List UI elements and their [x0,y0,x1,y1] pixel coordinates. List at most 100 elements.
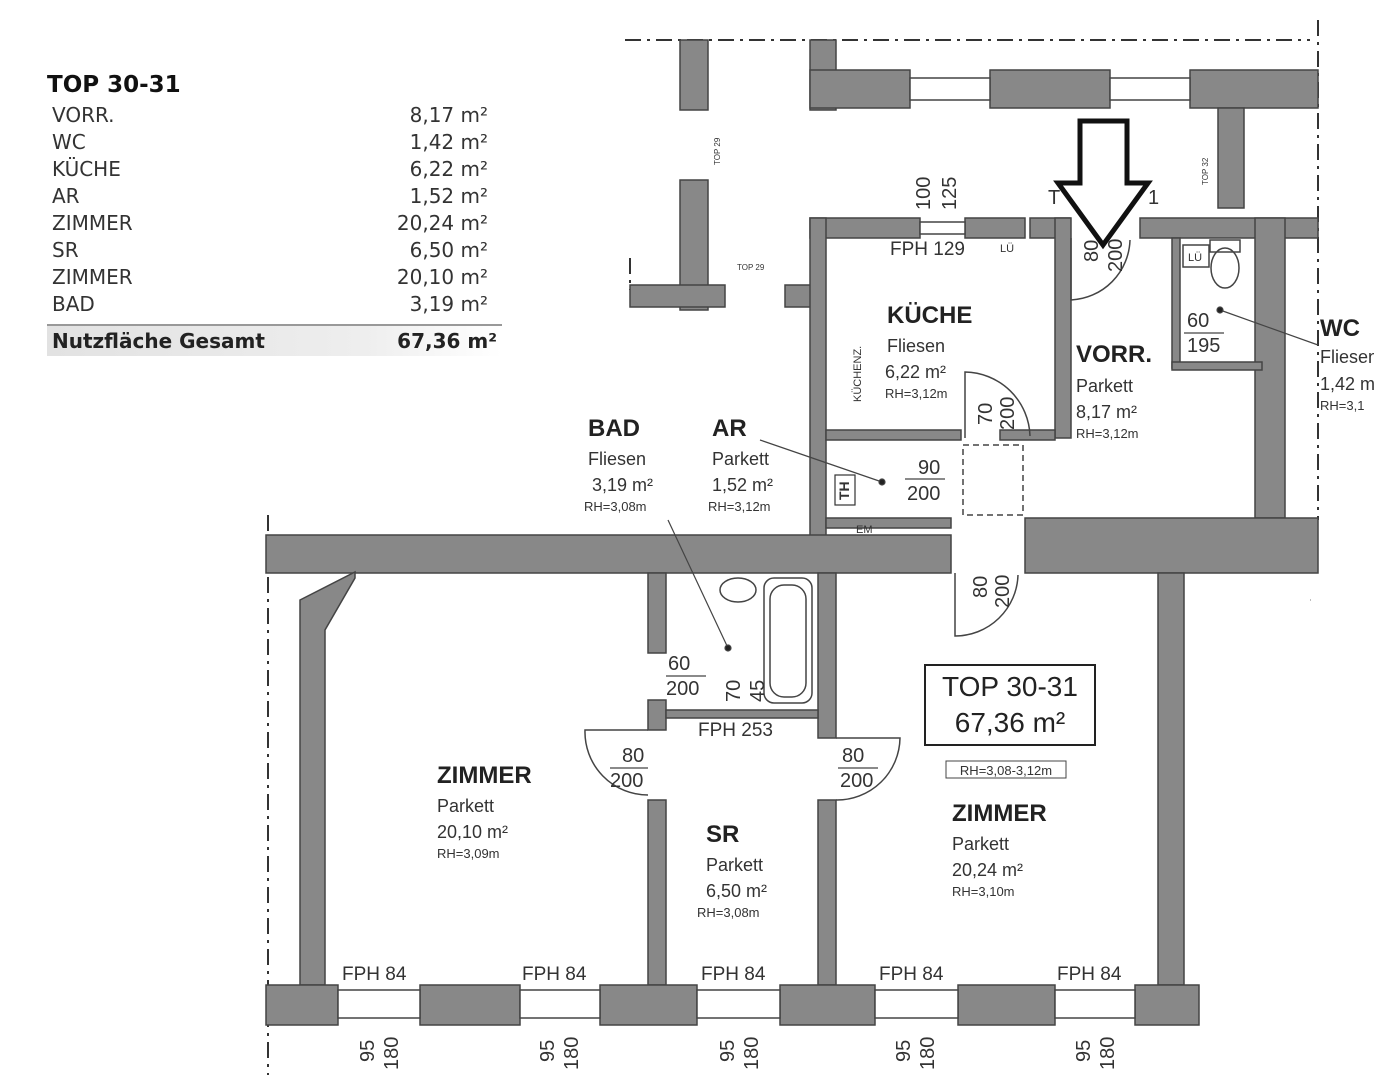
dim-125: 125 [939,177,961,210]
room-kueche-rh: RH=3,12m [885,386,948,401]
dim-95-3: 95 [717,1040,739,1062]
dim-80-left: 80 [622,745,644,767]
walls [265,39,1319,1026]
room-sr-area: 6,50 m² [706,881,767,901]
dim-180-5: 180 [1097,1037,1119,1070]
legend-row: ZIMMER 20,24 m² [47,210,502,237]
room-kueche-area: 6,22 m² [885,362,946,382]
leader-lines [667,306,1319,652]
room-wc-area: 1,42 m [1320,374,1374,394]
legend-room: VORR. [52,103,115,127]
room-wc-rh: RH=3,1 [1320,398,1364,413]
dim-200-ar: 200 [907,483,940,505]
dim-200-corridor: 200 [992,575,1014,608]
door-swings [584,238,1131,801]
legend-room: ZIMMER [52,265,133,289]
room-ar-floor: Parkett [712,449,769,469]
legend-area: 8,17 m² [409,103,488,127]
label-fph-84-2: FPH 84 [522,964,587,985]
vertical-dimensions: 100 125 80 200 70 200 80 200 70 45 95 18… [357,177,1127,1070]
dim-200-vorr: 200 [1105,239,1127,272]
label-lu-kueche: LÜ [1000,243,1014,255]
dim-95-1: 95 [357,1040,379,1062]
legend-room: ZIMMER [52,211,133,235]
dim-80-vorr: 80 [1081,240,1103,262]
arrow-down-icon [1053,118,1153,250]
room-bad-rh: RH=3,08m [584,499,647,514]
legend-room: WC [52,130,86,154]
unit-box-rh: RH=3,08-3,12m [960,763,1052,778]
room-vorr-rh: RH=3,12m [1076,426,1139,441]
legend-area: 20,24 m² [396,211,488,235]
dim-180-1: 180 [381,1037,403,1070]
legend-area: 3,19 m² [409,292,488,316]
dim-200-kueche: 200 [997,397,1019,430]
fixtures [719,239,1241,704]
legend-area: 6,22 m² [409,157,488,181]
legend-area: 1,52 m² [409,184,488,208]
dim-45-bad: 45 [747,680,769,702]
legend-room: AR [52,184,80,208]
legend-room: BAD [52,292,95,316]
label-fph-84-1: FPH 84 [342,964,407,985]
dim-80-corridor: 80 [970,576,992,598]
unit-box-rh-frame [945,760,1067,779]
legend-area: 1,42 m² [409,130,488,154]
label-top32: TOP 32 [1201,157,1210,185]
dim-195: 195 [1187,335,1220,357]
legend-title: TOP 30-31 [47,72,181,98]
label-th: TH [836,481,852,500]
dim-90: 90 [918,457,940,479]
room-bad-area: 3,19 m² [592,475,653,495]
label-top28: TOP 29 [713,137,722,165]
unit-box [924,664,1096,746]
legend-row: AR 1,52 m² [47,183,502,210]
room-kueche-name: KÜCHE [887,302,972,329]
label-em: EM [856,524,873,536]
room-zimmer-left-area: 20,10 m² [437,822,508,842]
room-vorr-area: 8,17 m² [1076,402,1137,422]
legend-row: VORR. 8,17 m² [47,102,502,129]
room-wc-name: WC [1320,315,1360,342]
legend-row: WC 1,42 m² [47,129,502,156]
label-fph-84-5: FPH 84 [1057,964,1122,985]
room-ar-rh: RH=3,12m [708,499,771,514]
door-dimensions: 90 200 60 195 60 200 80 200 80 200 [610,310,1224,792]
room-ar-area: 1,52 m² [712,475,773,495]
dim-80-right: 80 [842,745,864,767]
legend-total-value: 67,36 m² [397,329,497,353]
label-fph-84-4: FPH 84 [879,964,944,985]
dim-70-bad: 70 [723,680,745,702]
dim-200-right: 200 [840,770,873,792]
label-fph-84-3: FPH 84 [701,964,766,985]
room-sr-name: SR [706,821,739,848]
windows [337,77,1191,1019]
dim-200-bad: 200 [666,678,699,700]
room-kueche-extra: KÜCHENZ. [852,346,864,402]
dim-100: 100 [913,177,935,210]
room-sr-rh: RH=3,08m [697,905,760,920]
legend-area: 20,10 m² [396,265,488,289]
label-top29: TOP 29 [737,263,765,272]
dim-95-2: 95 [537,1040,559,1062]
dim-60-bad: 60 [668,653,690,675]
label-lu-wc: LÜ [1188,252,1202,264]
room-zimmer-left-floor: Parkett [437,796,494,816]
room-zimmer-right-rh: RH=3,10m [952,884,1015,899]
room-zimmer-left-rh: RH=3,09m [437,846,500,861]
dim-60-wc: 60 [1187,310,1209,332]
dim-95-5: 95 [1073,1040,1095,1062]
legend-row: BAD 3,19 m² [47,291,502,318]
room-kueche-floor: Fliesen [887,336,945,356]
room-wc-floor: Fliesen [1320,347,1374,367]
dim-180-3: 180 [741,1037,763,1070]
label-fph-129: FPH 129 [890,239,965,260]
room-vorr-name: VORR. [1076,341,1152,368]
room-zimmer-left-name: ZIMMER [437,762,532,789]
dim-70-kueche: 70 [975,403,997,425]
legend-total-label: Nutzfläche Gesamt [52,329,265,353]
room-zimmer-right-area: 20,24 m² [952,860,1023,880]
